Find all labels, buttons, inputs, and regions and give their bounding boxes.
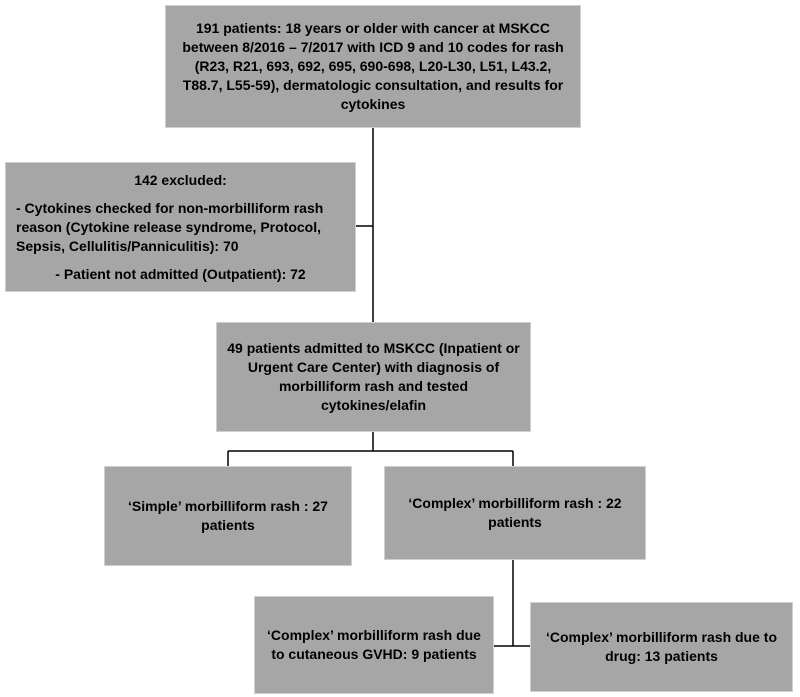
admitted-text: 49 patients admitted to MSKCC (Inpatient… bbox=[227, 340, 520, 413]
initial-cohort-text: 191 patients: 18 years or older with can… bbox=[182, 20, 564, 112]
box-complex-drug: ‘Complex’ morbilliform rash due to drug:… bbox=[530, 602, 793, 692]
complex-rash-text: ‘Complex’ morbilliform rash : 22 patient… bbox=[408, 495, 622, 530]
box-initial-cohort: 191 patients: 18 years or older with can… bbox=[165, 5, 581, 128]
box-simple-rash: ‘Simple’ morbilliform rash : 27 patients bbox=[104, 466, 352, 566]
complex-drug-text: ‘Complex’ morbilliform rash due to drug:… bbox=[545, 629, 778, 664]
box-admitted: 49 patients admitted to MSKCC (Inpatient… bbox=[216, 322, 531, 432]
complex-gvhd-text: ‘Complex’ morbilliform rash due to cutan… bbox=[267, 627, 481, 662]
box-complex-rash: ‘Complex’ morbilliform rash : 22 patient… bbox=[384, 466, 646, 560]
box-excluded: 142 excluded: - Cytokines checked for no… bbox=[5, 162, 356, 292]
simple-rash-text: ‘Simple’ morbilliform rash : 27 patients bbox=[128, 498, 328, 533]
box-complex-gvhd: ‘Complex’ morbilliform rash due to cutan… bbox=[254, 596, 494, 694]
excluded-title: 142 excluded: bbox=[134, 171, 227, 188]
excluded-reason-1: - Cytokines checked for non-morbilliform… bbox=[16, 199, 324, 254]
excluded-reason-2: - Patient not admitted (Outpatient): 72 bbox=[55, 265, 306, 282]
